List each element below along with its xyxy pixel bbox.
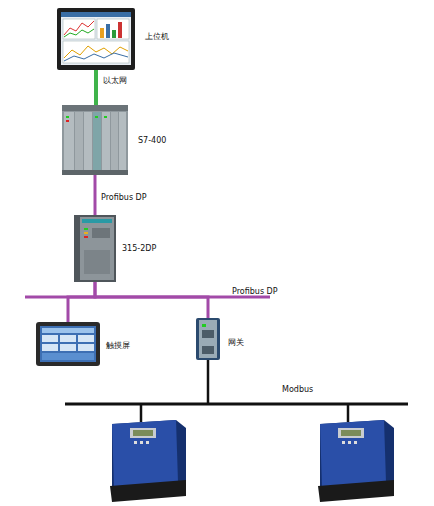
device-part: [63, 41, 129, 63]
device-part: [140, 441, 143, 444]
device-part: [42, 344, 58, 351]
device-part: [62, 170, 128, 175]
device-part: [342, 441, 345, 444]
device-part: [133, 430, 153, 436]
device-part: [338, 428, 364, 438]
device-part: [61, 12, 131, 17]
device-part: [354, 441, 357, 444]
device-part: [78, 335, 94, 342]
modbus-drop-line: [207, 360, 210, 404]
device-part: [64, 112, 74, 172]
device-part: [341, 430, 361, 436]
device-part: [100, 28, 104, 38]
device-part: [348, 441, 351, 444]
device-part: [146, 441, 149, 444]
device-part: [80, 217, 114, 280]
device-part: [40, 326, 96, 362]
device-part: [64, 53, 128, 61]
network-connector: [68, 282, 95, 322]
device-node: S7-400: [62, 105, 128, 175]
device-part: [75, 112, 83, 172]
device-part: [202, 330, 214, 338]
drive-symbol: [318, 420, 394, 502]
network-connector: [94, 175, 97, 215]
device-part: [36, 322, 100, 366]
device-part: [196, 318, 220, 360]
cpu-module-symbol: [74, 215, 116, 282]
monitor-symbol: [57, 8, 135, 70]
device-part: [66, 120, 69, 122]
device-part: [82, 219, 112, 223]
device-label: 315-2DP: [122, 244, 156, 254]
device-part: [84, 112, 92, 172]
device-part: [60, 344, 76, 351]
device-part: [119, 112, 126, 172]
bus-label: Modbus: [282, 385, 313, 395]
device-part: [57, 8, 135, 70]
device-part: [106, 24, 110, 38]
device-part: [63, 19, 95, 39]
network-label: Profibus DP: [101, 193, 147, 203]
touch-screen-symbol: [36, 322, 100, 366]
device-part: [84, 232, 88, 234]
device-part: [202, 346, 214, 354]
device-part: [110, 480, 186, 502]
network-label: 以太网: [103, 76, 127, 86]
device-part: [104, 116, 107, 118]
network-label: Profibus DP: [232, 287, 278, 297]
drive-symbol: [110, 420, 186, 502]
device-part: [320, 420, 386, 488]
device-label: 网关: [228, 338, 244, 348]
device-part: [60, 335, 76, 342]
device-part: [130, 428, 156, 438]
device-part: [93, 112, 101, 172]
device-part: [111, 112, 118, 172]
device-part: [202, 324, 206, 327]
device-part: [74, 215, 116, 282]
device-node: 网关: [196, 318, 220, 360]
gateway-symbol: [196, 318, 220, 360]
network-connector: [94, 70, 98, 105]
device-part: [118, 22, 122, 38]
device-part: [84, 250, 110, 274]
device-part: [84, 236, 88, 238]
device-part: [66, 116, 69, 118]
device-part: [78, 344, 94, 351]
device-part: [102, 112, 110, 172]
device-node: 触摸屏: [36, 322, 100, 366]
device-part: [112, 420, 178, 488]
modbus-bus-line: [65, 403, 408, 406]
device-part: [97, 19, 129, 39]
device-part: [95, 116, 98, 118]
device-part: [318, 480, 394, 502]
device-label: S7-400: [138, 136, 166, 146]
device-label: 触摸屏: [106, 341, 130, 351]
modbus-drop-line: [347, 404, 350, 422]
device-part: [42, 353, 94, 360]
device-part: [199, 320, 217, 358]
device-part: [112, 30, 116, 38]
device-part: [61, 12, 131, 65]
device-label: 上位机: [145, 32, 169, 42]
device-part: [64, 29, 94, 37]
device-node: 上位机: [57, 8, 135, 70]
device-part: [134, 441, 137, 444]
device-part: [42, 328, 94, 333]
device-part: [62, 105, 128, 175]
device-part: [62, 105, 128, 111]
device-part: [84, 228, 88, 230]
device-part: [92, 228, 110, 238]
modbus-drop-line: [140, 404, 143, 422]
device-part: [42, 335, 58, 342]
device-node: 315-2DP: [74, 215, 116, 282]
plc-rack-symbol: [62, 105, 128, 175]
network-connector: [95, 282, 208, 318]
